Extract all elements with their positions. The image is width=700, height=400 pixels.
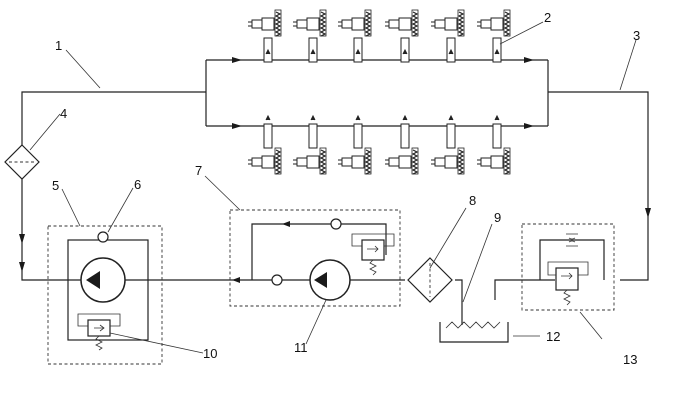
label-3: 3 [633, 28, 640, 43]
label-8: 8 [469, 193, 476, 208]
label-1: 1 [55, 38, 62, 53]
injector [248, 114, 282, 175]
injector [477, 114, 511, 175]
line-1 [21, 91, 206, 145]
flow-arrow [232, 57, 242, 63]
callout-labels: 1 2 3 4 5 6 7 8 9 10 11 12 13 [52, 10, 640, 367]
injector [385, 9, 419, 63]
injector [477, 9, 511, 63]
filter-4 [4, 144, 40, 180]
injector [431, 114, 465, 175]
supply-line [21, 178, 405, 281]
label-12: 12 [546, 329, 560, 344]
injector [338, 9, 372, 63]
flow-arrow [19, 262, 25, 272]
pump-unit-7 [229, 209, 401, 307]
injector [248, 9, 282, 63]
injector-row-top [248, 9, 511, 63]
leader-lines [29, 21, 637, 354]
label-7: 7 [195, 163, 202, 178]
injector [293, 114, 327, 175]
label-2: 2 [544, 10, 551, 25]
label-9: 9 [494, 210, 501, 225]
tank-12 [439, 321, 509, 343]
label-10: 10 [203, 346, 217, 361]
injector [431, 9, 465, 63]
label-5: 5 [52, 178, 59, 193]
pump-circle [80, 257, 126, 303]
pump-unit-5 [47, 225, 163, 365]
check-valve [330, 218, 342, 230]
line-9-pipe [455, 279, 463, 325]
flow-arrow [19, 234, 25, 244]
injector [385, 114, 419, 175]
regulator-unit-13 [521, 223, 615, 311]
check-valve-6 [97, 231, 109, 243]
label-11: 11 [294, 340, 308, 355]
label-6: 6 [134, 177, 141, 192]
flow-arrow [524, 123, 534, 129]
label-13: 13 [623, 352, 637, 367]
injector [293, 9, 327, 63]
flow-arrow [232, 123, 242, 129]
fuel-lines [21, 59, 649, 325]
return-to-tank [494, 279, 555, 300]
flow-arrow [645, 208, 651, 218]
flow-arrow [232, 277, 240, 283]
flow-arrow [524, 57, 534, 63]
pressure-regulator [555, 267, 579, 291]
pump-circle-11 [309, 259, 351, 301]
relief-valve [361, 239, 385, 261]
label-4: 4 [60, 106, 67, 121]
injector [338, 114, 372, 175]
line-3 [548, 91, 649, 281]
check-valve [271, 274, 283, 286]
filter-8 [407, 257, 453, 303]
injector-row-bottom [248, 114, 511, 175]
flow-arrows [19, 57, 651, 283]
